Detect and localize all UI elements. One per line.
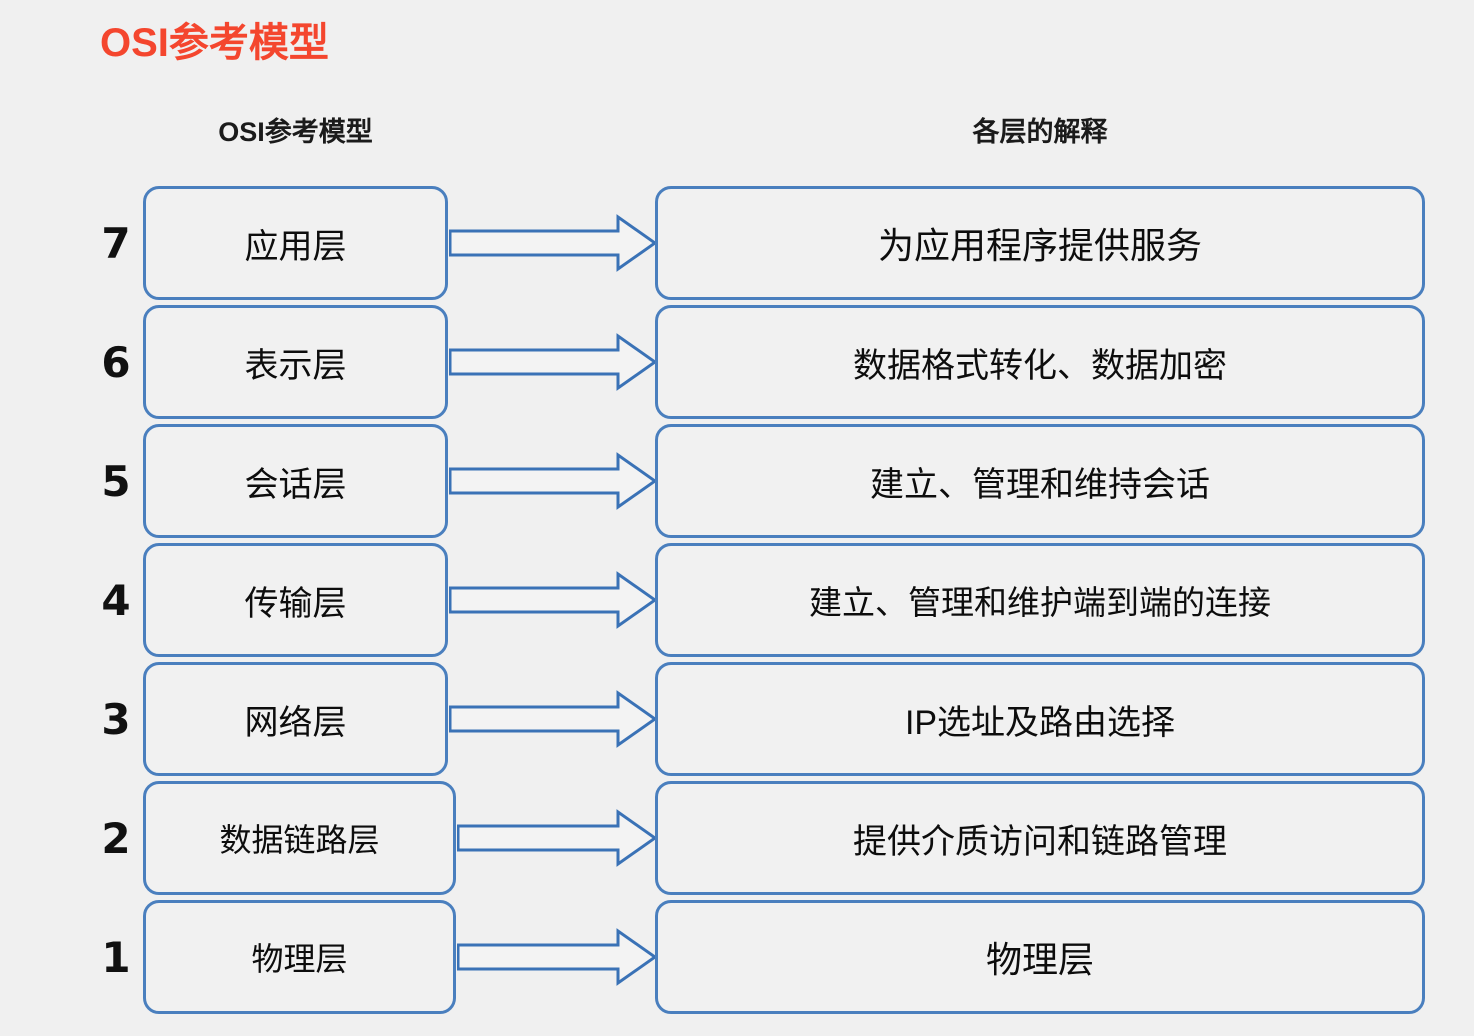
- table-row: 6 表示层 数据格式转化、数据加密: [0, 305, 1474, 421]
- layer-box-4[interactable]: 传输层: [143, 543, 448, 657]
- table-row: 7 应用层 为应用程序提供服务: [0, 186, 1474, 302]
- description-box-2[interactable]: 提供介质访问和链路管理: [655, 781, 1425, 895]
- table-row: 4 传输层 建立、管理和维护端到端的连接: [0, 543, 1474, 659]
- description-box-5[interactable]: 建立、管理和维持会话: [655, 424, 1425, 538]
- flow-arrow-3: [449, 690, 657, 748]
- layer-box-7[interactable]: 应用层: [143, 186, 448, 300]
- description-box-4[interactable]: 建立、管理和维护端到端的连接: [655, 543, 1425, 657]
- flow-arrow-5: [449, 452, 657, 510]
- layer-number-1: 1: [101, 933, 131, 982]
- column-header-osi-model: OSI参考模型: [218, 117, 373, 147]
- page-title: OSI参考模型: [100, 21, 329, 65]
- layer-box-1[interactable]: 物理层: [143, 900, 456, 1014]
- table-row: 2 数据链路层 提供介质访问和链路管理: [0, 781, 1474, 897]
- layer-box-2[interactable]: 数据链路层: [143, 781, 456, 895]
- layer-number-3: 3: [101, 695, 131, 744]
- table-row: 1 物理层 物理层: [0, 900, 1474, 1016]
- layer-number-7: 7: [101, 219, 131, 268]
- description-box-1[interactable]: 物理层: [655, 900, 1425, 1014]
- flow-arrow-6: [449, 333, 657, 391]
- layer-number-2: 2: [101, 814, 131, 863]
- table-row: 3 网络层 IP选址及路由选择: [0, 662, 1474, 778]
- description-box-7[interactable]: 为应用程序提供服务: [655, 186, 1425, 300]
- layer-number-5: 5: [101, 457, 131, 506]
- description-box-3[interactable]: IP选址及路由选择: [655, 662, 1425, 776]
- layer-box-3[interactable]: 网络层: [143, 662, 448, 776]
- flow-arrow-2: [457, 809, 657, 867]
- flow-arrow-4: [449, 571, 657, 629]
- layer-box-5[interactable]: 会话层: [143, 424, 448, 538]
- flow-arrow-7: [449, 214, 657, 272]
- column-header-layer-explanation: 各层的解释: [972, 117, 1108, 147]
- table-row: 5 会话层 建立、管理和维持会话: [0, 424, 1474, 540]
- flow-arrow-1: [457, 928, 657, 986]
- layer-number-6: 6: [101, 338, 131, 387]
- layer-number-4: 4: [101, 576, 131, 625]
- layer-box-6[interactable]: 表示层: [143, 305, 448, 419]
- description-box-6[interactable]: 数据格式转化、数据加密: [655, 305, 1425, 419]
